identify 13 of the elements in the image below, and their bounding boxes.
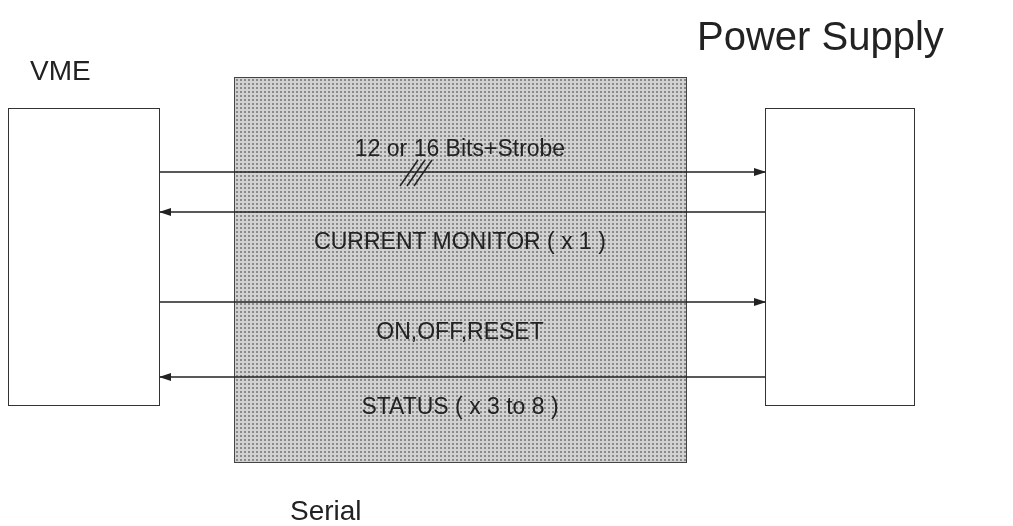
signal-arrow (159, 168, 766, 176)
signal-arrow (159, 373, 766, 381)
edge-label: CURRENT MONITOR ( x 1 ) (314, 230, 606, 253)
area-caption: Serial (290, 495, 362, 526)
signal-arrow (159, 298, 766, 306)
device-box (765, 108, 915, 406)
edge-label: 12 or 16 Bits+Strobe (354, 137, 566, 160)
signal-arrow (159, 208, 766, 216)
edge-label: ON,OFF,RESET (376, 320, 544, 343)
device-heading: VME (30, 55, 91, 87)
device-heading: Power Supply (697, 14, 944, 59)
edge-label: STATUS ( x 3 to 8 ) (361, 395, 559, 418)
device-box (8, 108, 160, 406)
